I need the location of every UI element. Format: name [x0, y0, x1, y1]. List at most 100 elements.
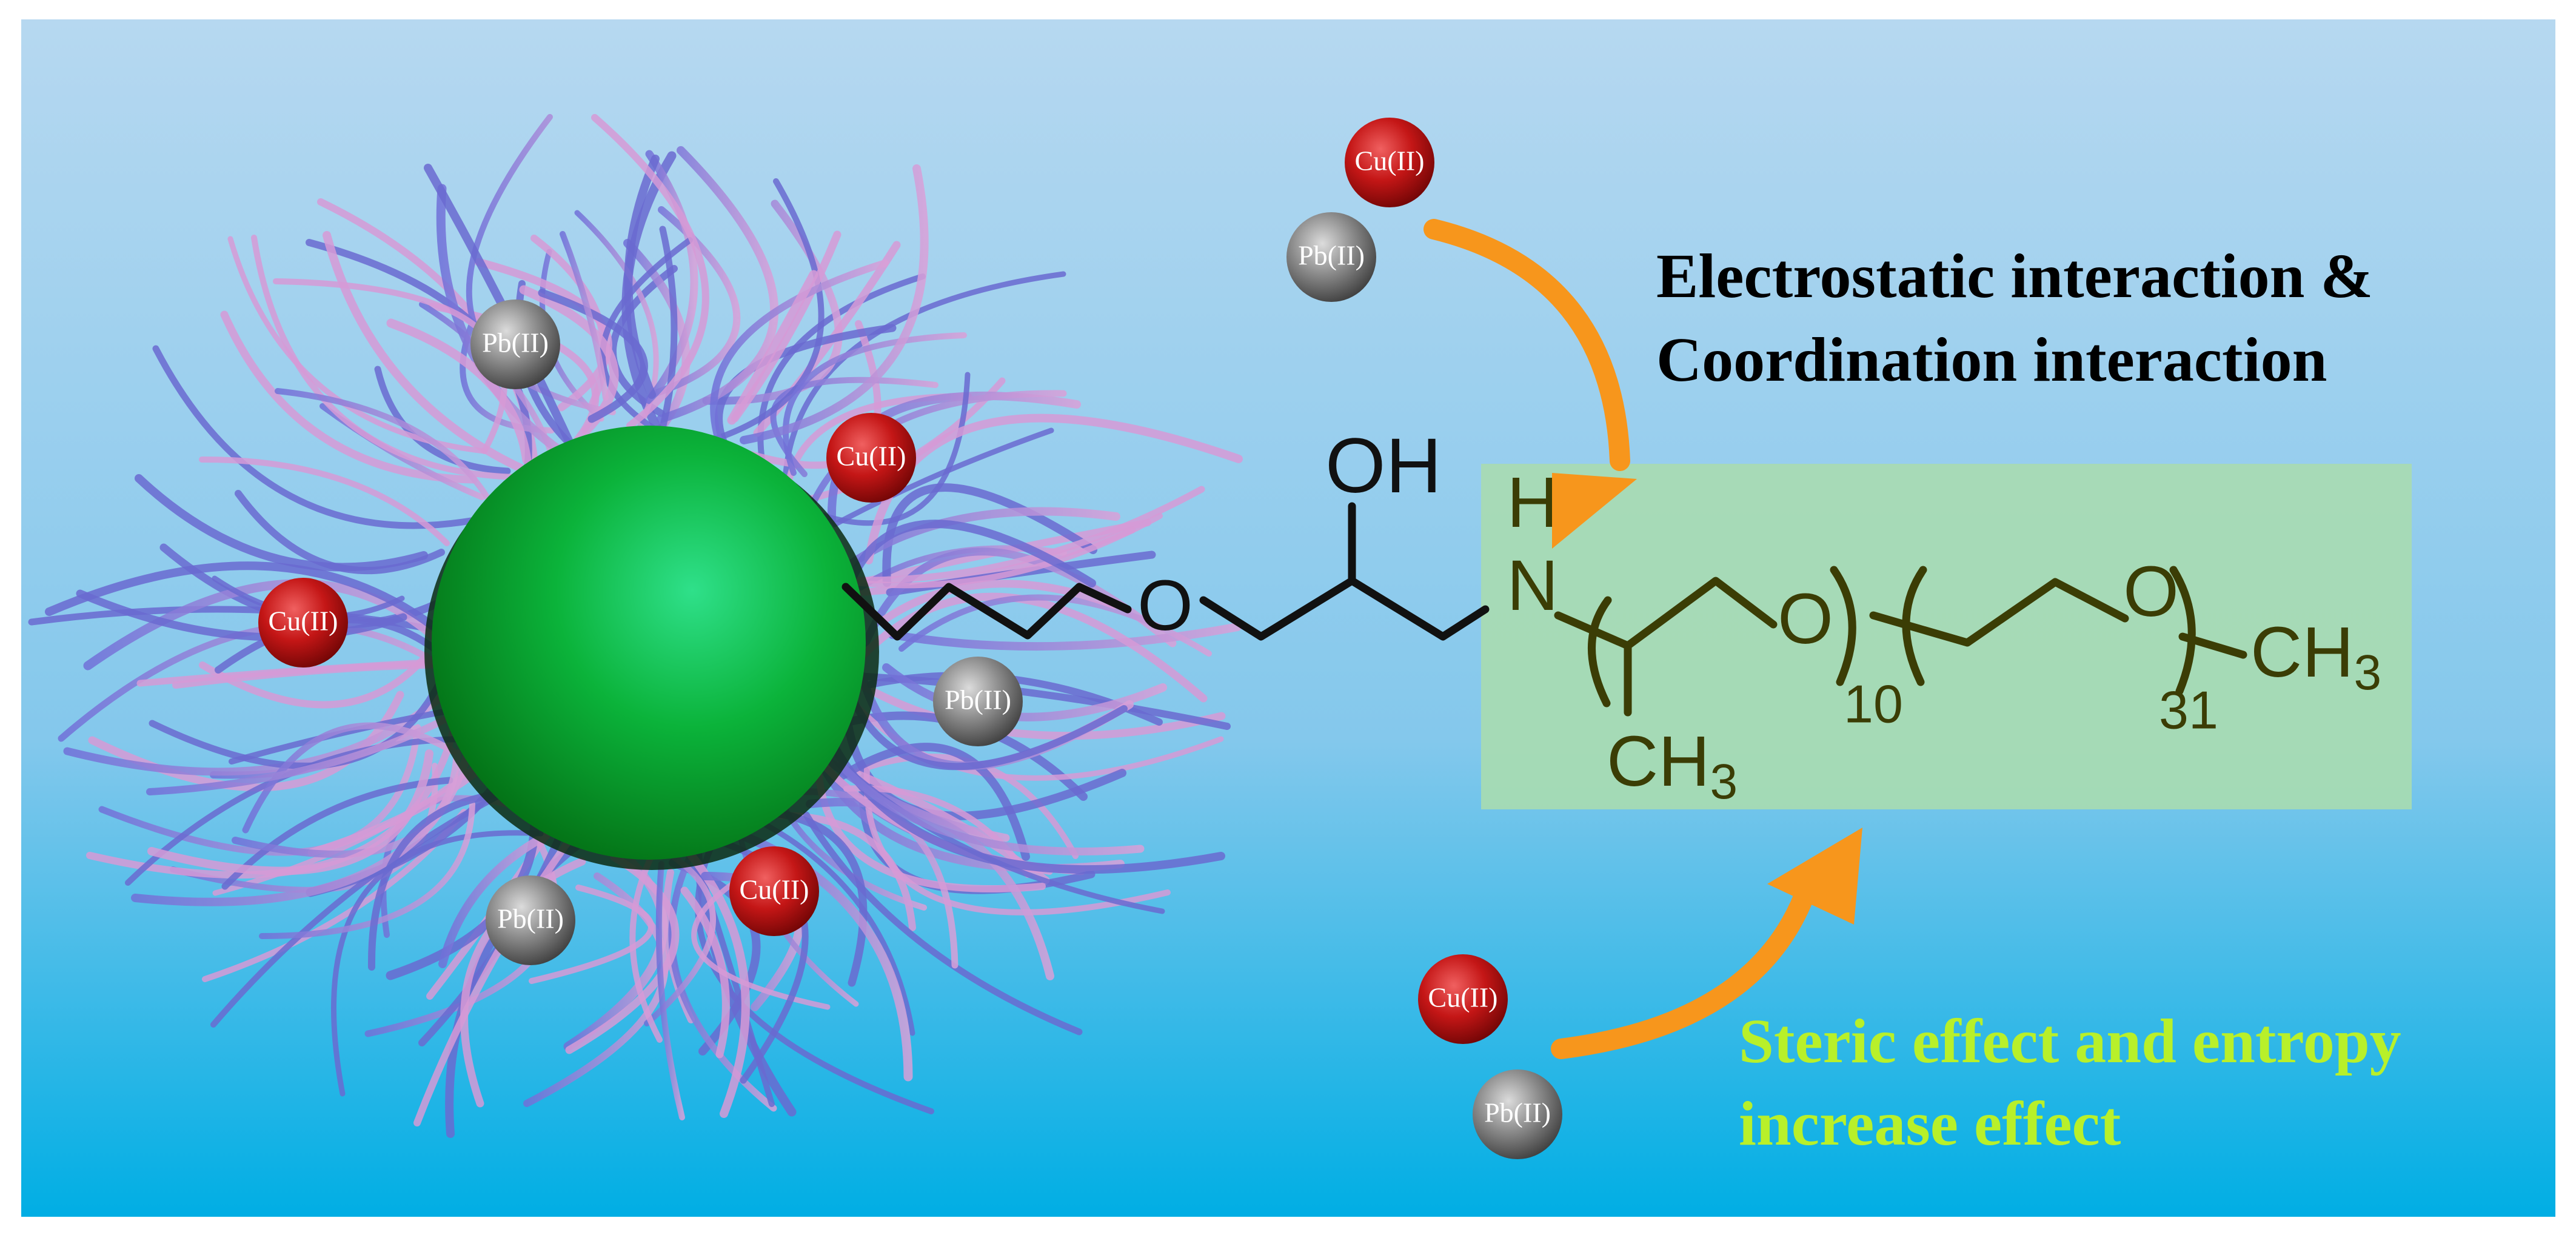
- polymer-fiber: [863, 766, 1171, 915]
- polymer-fiber: [386, 318, 532, 465]
- polymer-fiber: [655, 861, 685, 1120]
- cu-ion-label: Cu(II): [1355, 146, 1425, 176]
- annotation-bottom-line2: increase effect: [1739, 1089, 2121, 1159]
- polymer-fiber: [591, 114, 709, 429]
- polymer-fiber: [251, 235, 518, 480]
- interaction-arrow: [1423, 219, 1637, 549]
- annotation-top-line2: Coordination interaction: [1656, 325, 2327, 395]
- polymer-fiber: [221, 777, 453, 890]
- steric-arrow-shaft: [1551, 887, 1814, 1059]
- ether-oxygen-3: O: [2123, 552, 2179, 632]
- molecule-peg-atoms: H N O O 10 31 CH3 CH3: [1507, 463, 2381, 809]
- pb-ion-label: Pb(II): [1298, 240, 1365, 271]
- polymer-fiber: [220, 310, 478, 484]
- polymer-fiber: [740, 164, 929, 444]
- pb-ion-sphere: [486, 875, 575, 965]
- polymer-fiber: [691, 178, 825, 449]
- hydroxyl-group: OH: [1325, 423, 1442, 509]
- pb-ion-label: Pb(II): [482, 327, 549, 358]
- steric-arrow: [1551, 828, 1862, 1059]
- polymer-fiber: [210, 788, 512, 1028]
- polymer-fiber: [803, 811, 1083, 1036]
- polymer-fiber: [888, 623, 1242, 651]
- repeat-count-10: 10: [1844, 674, 1903, 734]
- polymer-fiber: [146, 705, 469, 795]
- annotation-top-line1: Electrostatic interaction &: [1656, 241, 2373, 311]
- amine-nitrogen: N: [1507, 546, 1558, 626]
- pb-ion-label: Pb(II): [497, 903, 564, 934]
- polymer-fiber: [848, 513, 1163, 589]
- polymer-fiber: [727, 270, 818, 425]
- pb-ion: Pb(II): [1473, 1069, 1562, 1159]
- cu-ion: Cu(II): [729, 846, 819, 936]
- cu-ion-sphere: [1345, 118, 1434, 207]
- pb-ion: Pb(II): [933, 657, 1023, 746]
- bracket-2-close: [2169, 566, 2196, 695]
- polymer-fiber: [834, 486, 1205, 584]
- pb-ion: Pb(II): [1286, 212, 1376, 302]
- metal-ions: Cu(II) Pb(II) Pb(II) Cu(II) Cu(II) Pb(II) Pb(I…: [258, 118, 1562, 1159]
- annotation-bottom-line1: Steric effect and entropy: [1739, 1006, 2401, 1076]
- chain-segment-b: [1869, 578, 2129, 647]
- polymer-fiber: [45, 561, 441, 634]
- polymer-fiber: [28, 606, 465, 639]
- polymer-fiber: [782, 332, 967, 476]
- polymer-fiber: [232, 749, 461, 858]
- polymer-fiber: [172, 661, 449, 689]
- polymer-fiber: [229, 708, 453, 765]
- cu-ion: Cu(II): [826, 413, 916, 503]
- polymer-fiber: [565, 853, 680, 1054]
- polymer-fiber: [259, 801, 475, 939]
- bracket-1-open: [1588, 596, 1612, 708]
- polymer-fiber: [670, 831, 750, 1118]
- amine-hydrogen: H: [1507, 463, 1558, 543]
- cu-ion: Cu(II): [1345, 118, 1434, 207]
- cu-ion-sphere: [1418, 954, 1508, 1044]
- polymer-fiber: [865, 413, 1243, 564]
- pb-ion-sphere: [933, 657, 1023, 746]
- polymer-fiber: [832, 427, 1054, 527]
- cu-ion-sphere: [826, 413, 916, 503]
- pb-ion: Pb(II): [470, 299, 560, 389]
- molecule-peg-chain: [1554, 566, 2247, 717]
- pb-ion-sphere: [1286, 212, 1376, 302]
- polymer-fiber: [152, 345, 481, 529]
- polymer-fiber: [135, 474, 428, 572]
- cu-ion-label: Cu(II): [269, 606, 338, 637]
- polymer-fiber: [76, 589, 407, 641]
- polymer-fiber: [898, 594, 1212, 657]
- pb-ion: Pb(II): [486, 875, 575, 965]
- polymer-fiber: [374, 366, 511, 475]
- polymer-fiber: [275, 388, 503, 524]
- steric-arrowhead-icon: [1767, 828, 1862, 925]
- cu-ion-label: Cu(II): [837, 441, 906, 472]
- polymer-fiber: [838, 743, 1030, 861]
- polymer-fiber: [843, 785, 1031, 878]
- polymer-fiber: [560, 231, 609, 401]
- polymer-fiber: [835, 668, 1226, 740]
- polymer-fiber: [538, 289, 648, 423]
- interaction-arrowhead-icon: [1552, 473, 1637, 549]
- polymer-fiber: [323, 231, 544, 481]
- polymer-fiber: [742, 811, 915, 1036]
- polymer-fiber: [629, 849, 663, 1043]
- bracket-2-open: [1902, 566, 1927, 686]
- linker-chain-left: [841, 583, 1132, 641]
- bracket-1-close: [1830, 566, 1856, 686]
- polymer-fiber: [460, 320, 555, 433]
- polymer-fiber: [436, 184, 587, 470]
- pb-ion-sphere: [1473, 1069, 1562, 1159]
- polymer-fiber: [829, 671, 1231, 730]
- cu-ion-sphere: [729, 846, 819, 936]
- cu-ion-sphere: [258, 578, 348, 668]
- polymer-fiber: [691, 873, 831, 1010]
- ether-oxygen-1: O: [1137, 566, 1193, 646]
- pb-ion-sphere: [470, 299, 560, 389]
- molecule-linker-atoms: O OH: [1137, 423, 1442, 646]
- polymer-fiber: [680, 886, 730, 1059]
- ether-oxygen-2: O: [1778, 579, 1833, 659]
- cu-ion: Cu(II): [258, 578, 348, 668]
- polymer-fiber: [438, 832, 550, 968]
